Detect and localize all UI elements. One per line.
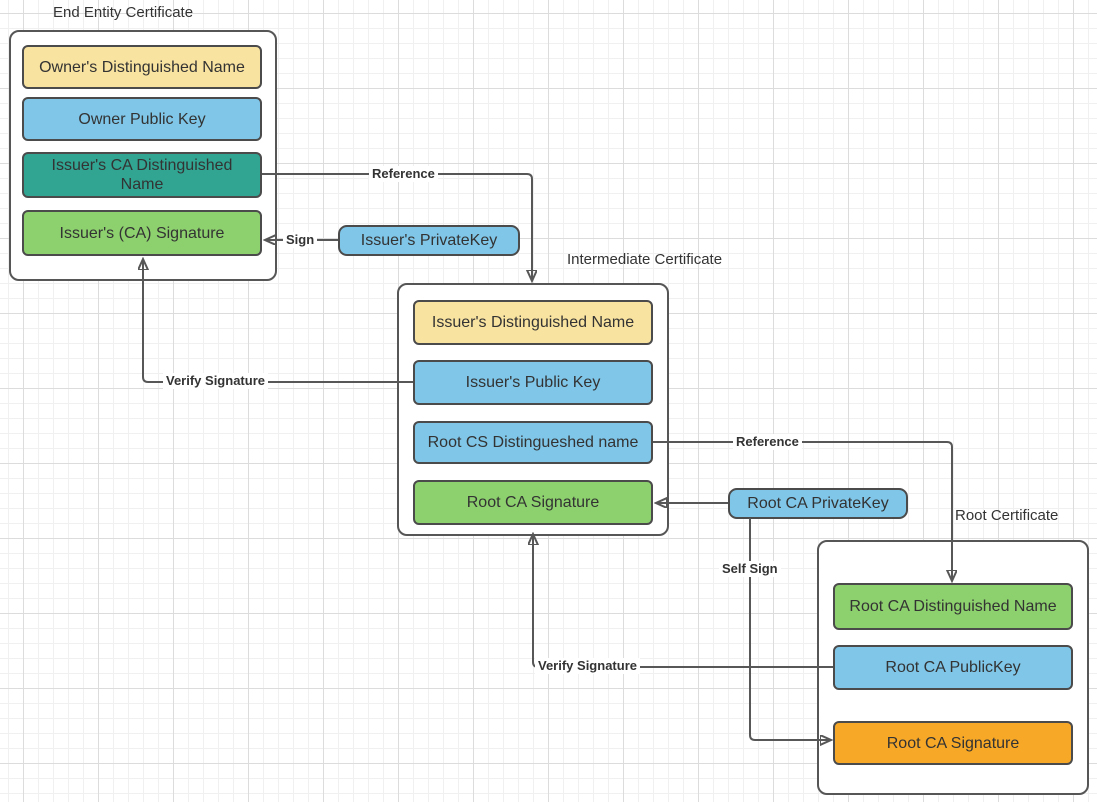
field-issuers-ca-distinguished-name: Issuer's CA Distinguished Name (22, 152, 262, 198)
field-root-ca-publickey: Root CA PublicKey (833, 645, 1073, 690)
field-owners-distinguished-name: Owner's Distinguished Name (22, 45, 262, 89)
field-owner-public-key: Owner Public Key (22, 97, 262, 141)
verify-signature-arrow-2 (533, 534, 833, 668)
issuers-privatekey-box: Issuer's PrivateKey (338, 225, 520, 256)
field-root-cs-distingueshed-name: Root CS Distingueshed name (413, 421, 653, 464)
reference-label-1: Reference (369, 166, 438, 182)
field-root-ca-distinguished-name: Root CA Distinguished Name (833, 583, 1073, 630)
root-certificate-title: Root Certificate (955, 507, 1059, 524)
self-sign-label: Self Sign (719, 561, 781, 577)
field-root-ca-signature-root: Root CA Signature (833, 721, 1073, 765)
field-issuers-distinguished-name: Issuer's Distinguished Name (413, 300, 653, 345)
end-entity-certificate-title: End Entity Certificate (53, 4, 194, 21)
verify-signature-label-1: Verify Signature (163, 373, 268, 389)
field-issuers-ca-signature: Issuer's (CA) Signature (22, 210, 262, 256)
reference-label-2: Reference (733, 434, 802, 450)
intermediate-certificate-title: Intermediate Certificate (567, 251, 723, 268)
verify-signature-label-2: Verify Signature (535, 658, 640, 674)
field-root-ca-signature-intermediate: Root CA Signature (413, 480, 653, 525)
sign-label: Sign (283, 232, 318, 248)
root-ca-privatekey-box: Root CA PrivateKey (728, 488, 908, 519)
field-issuers-public-key: Issuer's Public Key (413, 360, 653, 405)
